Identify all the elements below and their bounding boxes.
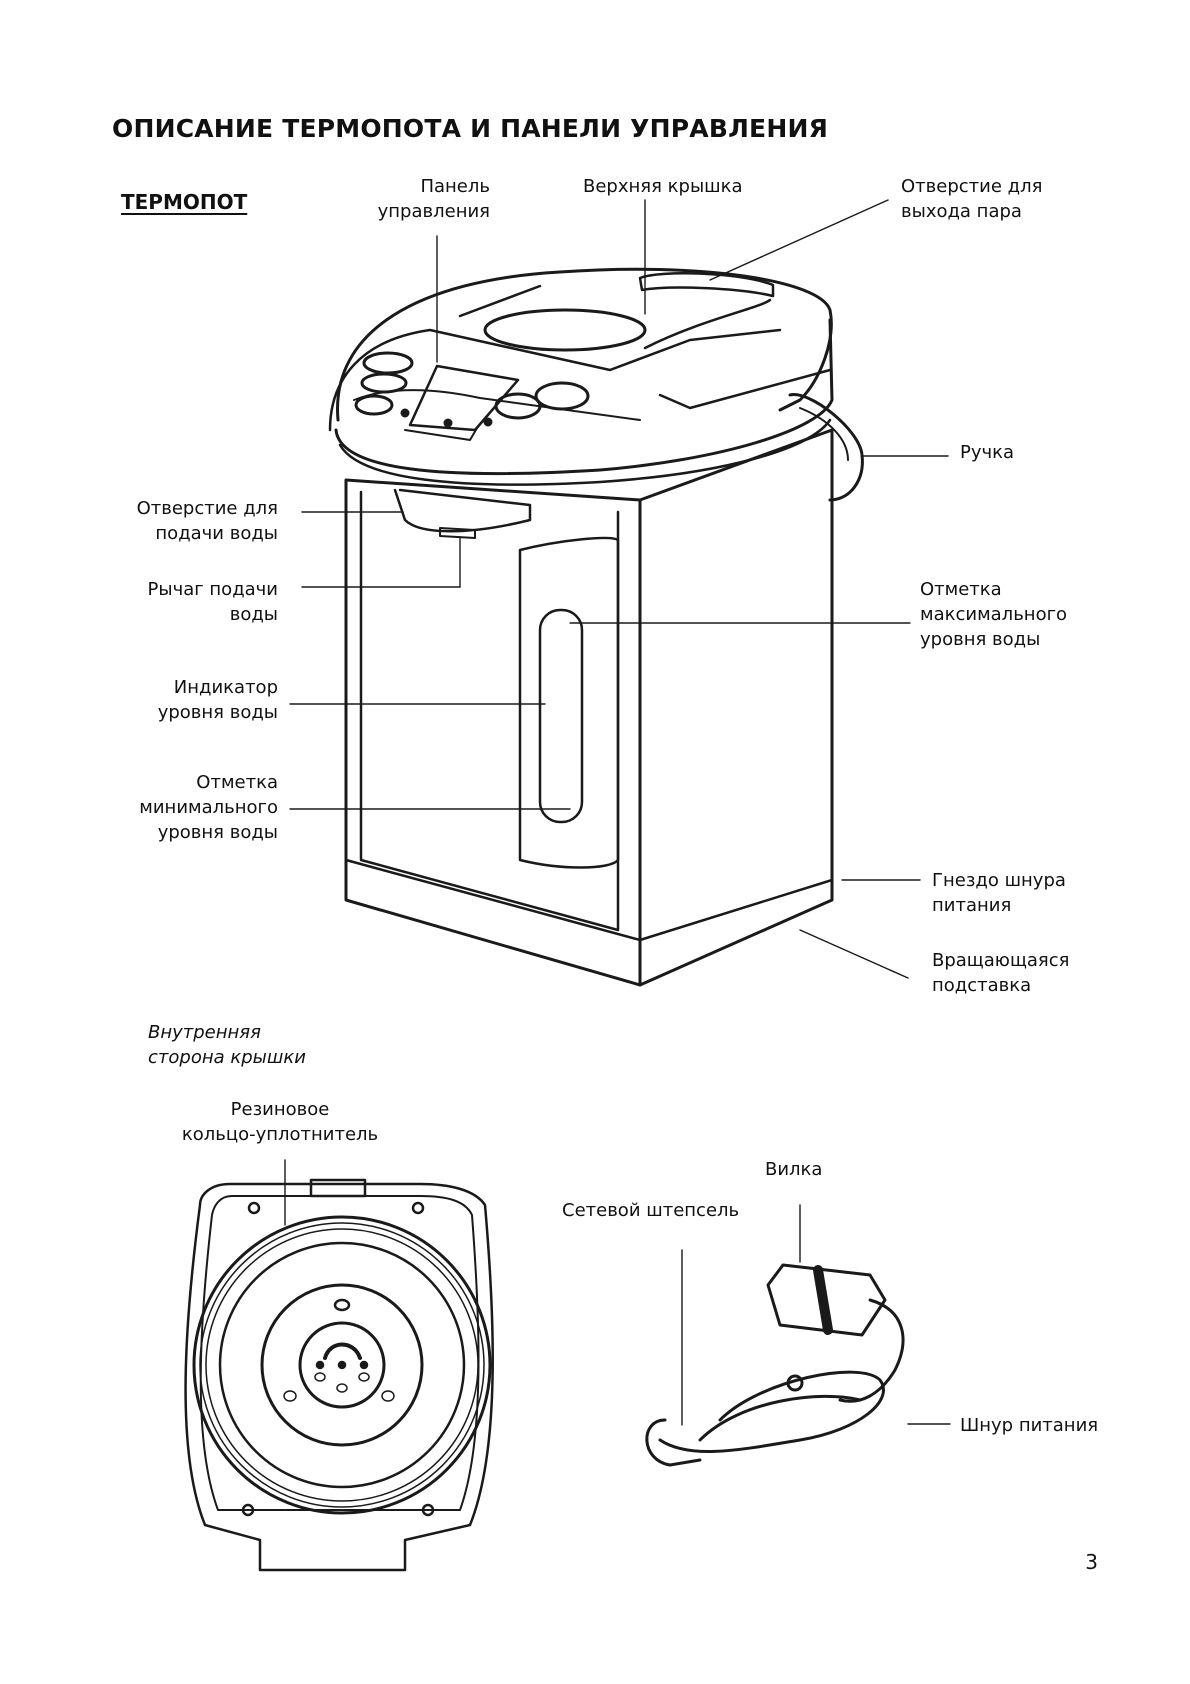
label-rubber-seal: Резиновое кольцо-уплотнитель — [181, 1099, 379, 1145]
label-min-level-mark: Отметка минимального уровня воды — [139, 772, 278, 843]
power-cord-illustration — [645, 1263, 905, 1467]
leader-lines — [284, 199, 951, 1426]
label-mains-plug: Сетевой штепсель — [562, 1200, 740, 1221]
label-power-socket: Гнездо шнура питания — [932, 870, 1066, 916]
label-control-panel: Панель управления — [377, 176, 490, 222]
label-water-level-indicator: Индикатор уровня воды — [157, 677, 278, 723]
label-steam-vent: Отверстие для выхода пара — [901, 176, 1043, 222]
inner-lid-illustration — [184, 1178, 494, 1572]
label-connector-plug: Вилка — [765, 1159, 823, 1180]
label-max-level-mark: Отметка максимального уровня воды — [920, 579, 1068, 650]
label-power-cord: Шнур питания — [960, 1415, 1099, 1436]
thermopot-illustration — [328, 267, 864, 987]
page-title: ОПИСАНИЕ ТЕРМОПОТА И ПАНЕЛИ УПРАВЛЕНИЯ — [112, 114, 829, 143]
page-number: 3 — [1085, 1550, 1098, 1574]
label-lid-inner-caption: Внутренняя сторона крышки — [148, 1022, 306, 1068]
label-handle: Ручка — [960, 442, 1015, 463]
label-top-lid: Верхняя крышка — [583, 176, 743, 197]
label-water-outlet: Отверстие для подачи воды — [136, 498, 278, 544]
section-heading: ТЕРМОПОТ — [121, 190, 248, 214]
label-dispense-lever: Рычаг подачи воды — [147, 579, 279, 625]
label-rotating-base: Вращающаяся подставка — [932, 950, 1070, 996]
